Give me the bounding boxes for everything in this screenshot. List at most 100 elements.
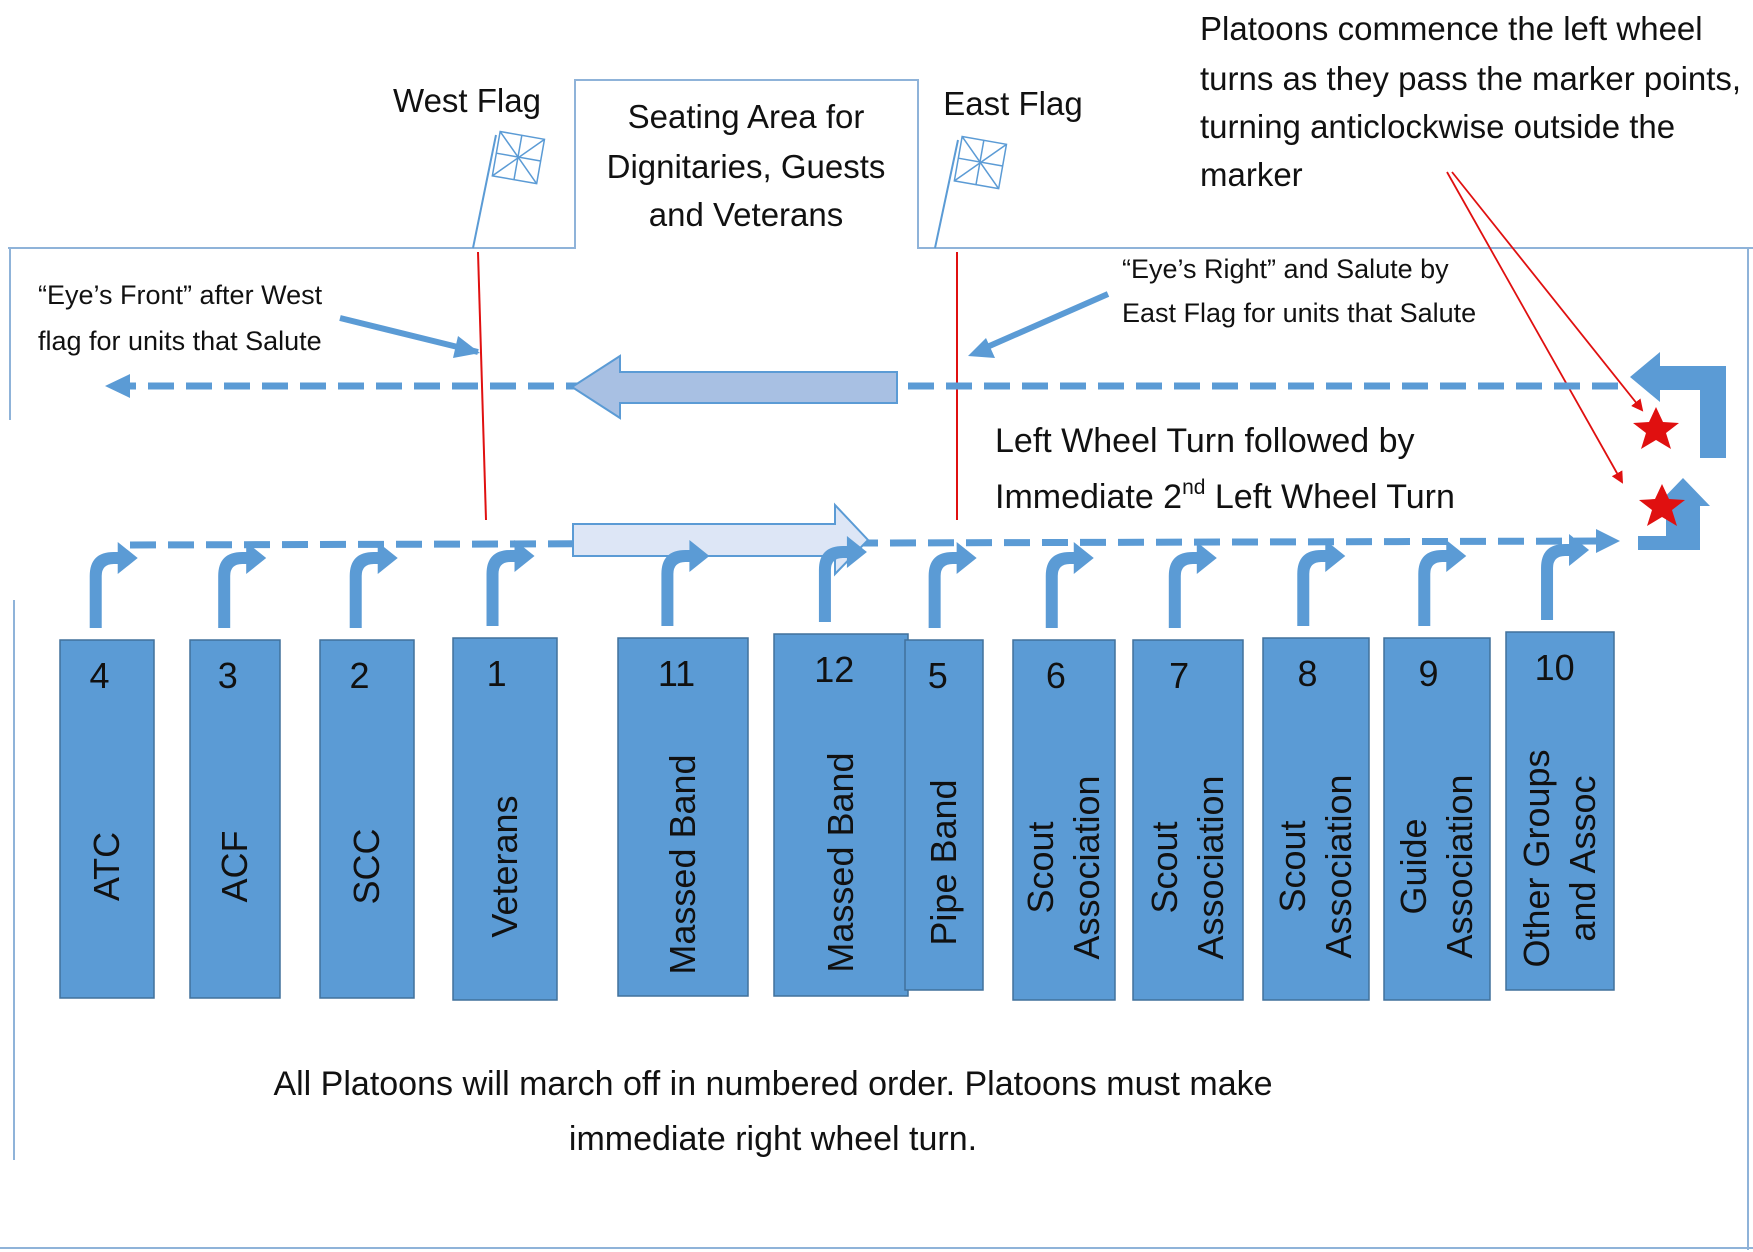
platoon-block <box>59 639 155 999</box>
west-flag: West Flag <box>393 82 546 249</box>
platoon-name: Veterans <box>484 795 525 937</box>
platoon-number: 6 <box>1046 655 1066 696</box>
outbound-route <box>129 502 1620 577</box>
marker-note-line-4: marker <box>1200 156 1303 193</box>
seating-area-line-1: Seating Area for <box>628 98 865 135</box>
marker-stars <box>1633 407 1685 526</box>
platoon-name: ATC <box>86 832 127 901</box>
marker-note-line-2: turns as they pass the marker points, <box>1200 60 1741 97</box>
right-wheel-turn-icon <box>661 540 710 626</box>
wheel-turn-note: Left Wheel Turn followed by Immediate 2n… <box>995 422 1455 516</box>
marker-note: Platoons commence the left wheel turns a… <box>1200 10 1741 193</box>
wheel-turn-arrow <box>1630 352 1726 550</box>
eyes-right-line-1: “Eye’s Right” and Salute by <box>1122 254 1449 284</box>
march-off-note: All Platoons will march off in numbered … <box>273 1065 1272 1158</box>
right-wheel-turn-icon <box>89 542 138 628</box>
platoon-number: 2 <box>349 655 369 696</box>
eyes-right-note: “Eye’s Right” and Salute by East Flag fo… <box>968 254 1476 358</box>
platoon-number: 5 <box>928 655 948 696</box>
platoon-name: Scout <box>1144 821 1185 913</box>
right-wheel-turn-icon <box>218 542 267 628</box>
platoon-block <box>319 639 415 999</box>
platoon-name: Scout <box>1272 820 1313 912</box>
eyes-front-note: “Eye’s Front” after West flag for units … <box>38 280 480 358</box>
marker-pointer-arrows <box>1446 171 1644 484</box>
platoon-block <box>1262 637 1370 1001</box>
platoon-number: 3 <box>218 655 238 696</box>
platoon-name: Pipe Band <box>923 779 964 945</box>
eyes-right-line-2: East Flag for units that Salute <box>1122 298 1476 328</box>
right-wheel-turn-icon <box>1418 540 1467 626</box>
marker-star-upper <box>1633 407 1679 449</box>
east-flag: East Flag <box>934 85 1083 249</box>
seating-area: Seating Area for Dignitaries, Guests and… <box>607 98 886 233</box>
marker-note-line-1: Platoons commence the left wheel <box>1200 10 1703 47</box>
right-wheel-turn-icon <box>349 542 398 628</box>
platoon-name: and Assoc <box>1562 775 1603 941</box>
platoon-name: SCC <box>346 828 387 904</box>
platoon-block <box>189 639 281 999</box>
wheel-turn-line-2: Immediate 2nd Left Wheel Turn <box>995 476 1455 516</box>
platoon-number: 7 <box>1169 655 1189 696</box>
right-wheel-turn-icon <box>1045 542 1094 628</box>
platoon-number: 8 <box>1298 653 1318 694</box>
platoon-block <box>904 639 984 991</box>
platoon-number: 4 <box>89 655 109 696</box>
wheel-turn-line-2-post: Left Wheel Turn <box>1205 478 1454 516</box>
eyes-front-line-1: “Eye’s Front” after West <box>38 280 323 310</box>
platoon-number: 12 <box>814 649 854 690</box>
right-wheel-turn-icon <box>1297 540 1346 626</box>
seating-area-line-3: and Veterans <box>649 196 844 233</box>
platoon-name: ACF <box>214 831 255 903</box>
platoon-block <box>1012 639 1116 1001</box>
platoon-block <box>452 637 558 1001</box>
platoon-number: 10 <box>1535 647 1575 688</box>
platoon-number: 11 <box>658 653 695 694</box>
platoon-block <box>617 637 749 997</box>
east-flag-icon <box>953 135 1008 190</box>
platoon-name: Association <box>1318 774 1359 958</box>
platoon-block <box>1505 631 1615 991</box>
wheel-turn-line-1: Left Wheel Turn followed by <box>995 422 1415 460</box>
west-flag-icon <box>491 130 546 185</box>
marker-note-line-3: turning anticlockwise outside the <box>1200 108 1675 145</box>
platoon-number: 9 <box>1419 653 1439 694</box>
platoon-name: Association <box>1190 775 1231 959</box>
eyes-right-arrow <box>976 291 1110 354</box>
right-wheel-turn-icon <box>486 540 535 626</box>
west-saluting-line <box>477 251 487 521</box>
right-wheel-turn-icon <box>928 542 977 628</box>
right-wheel-turn-icon <box>1541 534 1590 620</box>
return-route <box>105 354 1618 420</box>
marker-star-lower <box>1639 484 1685 526</box>
right-wheel-turn-icon <box>818 536 867 622</box>
platoon-block <box>773 633 909 997</box>
seating-area-line-2: Dignitaries, Guests <box>607 148 886 185</box>
east-flag-label: East Flag <box>943 85 1082 122</box>
eyes-front-arrow <box>339 315 479 355</box>
platoon-name: Massed Band <box>662 754 703 974</box>
platoon-name: Association <box>1439 774 1480 958</box>
platoon-name: Scout <box>1020 821 1061 913</box>
platoon-block <box>1383 637 1491 1001</box>
march-off-line-1: All Platoons will march off in numbered … <box>273 1065 1272 1103</box>
return-direction-arrow <box>570 354 898 420</box>
platoon-block <box>1132 639 1244 1001</box>
platoon-name: Massed Band <box>820 752 861 972</box>
wheel-turn-line-2-sup: nd <box>1182 476 1205 499</box>
west-flag-label: West Flag <box>393 82 541 119</box>
platoon-number: 1 <box>487 653 507 694</box>
